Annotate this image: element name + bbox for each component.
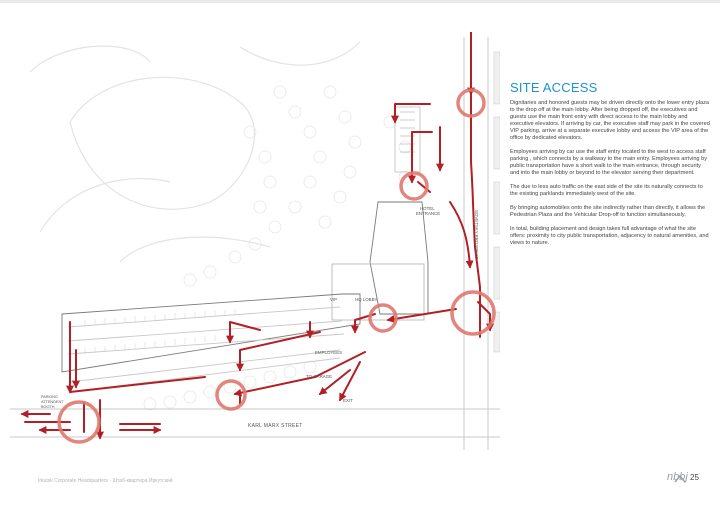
paragraph-parklands: The due to less auto traffic on the east… xyxy=(510,184,703,197)
label-hotel-entrance-1: HOTEL xyxy=(420,206,435,211)
site-access-panel: SITE ACCESS Dignitaries and honored gues… xyxy=(510,80,710,254)
section-title: SITE ACCESS xyxy=(510,80,598,95)
label-sovetsky-prospect: SOVETSKY PROSPECT xyxy=(474,210,479,259)
site-plan-drawing: HOTEL ENTRANCE VIP HQ LOBBY EMPLOYEES TO… xyxy=(10,32,500,450)
label-vip: VIP xyxy=(330,297,337,302)
site-plan: HOTEL ENTRANCE VIP HQ LOBBY EMPLOYEES TO… xyxy=(10,32,500,450)
circulation-arrows xyxy=(20,32,494,440)
label-to-garage: TO GARAGE xyxy=(306,374,332,379)
logo-mark-icon xyxy=(674,474,686,483)
label-parking-booth-2: ATTENDENT xyxy=(41,400,64,404)
background-landscape xyxy=(29,41,361,263)
highlight-circles xyxy=(57,88,496,444)
label-hotel-entrance-2: ENTRANCE xyxy=(416,211,440,216)
hotel-drive xyxy=(394,106,421,173)
label-exit: EXIT xyxy=(343,398,353,403)
label-parking-booth-1: PARKING xyxy=(41,395,58,399)
paragraph-building-placement: In total, building placement and design … xyxy=(510,226,709,246)
label-karl-marx-street: KARL MARX STREET xyxy=(248,423,303,429)
label-hq-lobby: HQ LOBBY xyxy=(355,297,378,302)
parking-stalls xyxy=(84,309,236,354)
paragraph-indirect-access: By bringing automobiles onto the site in… xyxy=(510,205,706,218)
paragraph-dignitaries: Dignitaries and honored guests may be dr… xyxy=(510,100,710,141)
paragraph-employees: Employees arriving by car use the staff … xyxy=(510,149,708,176)
page-number: 25 xyxy=(690,473,699,482)
label-employees: EMPLOYEES xyxy=(315,350,342,355)
median-strips xyxy=(493,51,500,353)
label-parking-booth-3: BOOTH xyxy=(41,405,55,409)
footer-project-name: Irkutsk Corporate Headquarters · Штаб-кв… xyxy=(38,478,173,484)
tree-pattern xyxy=(143,85,412,411)
top-page-bar xyxy=(0,0,720,3)
